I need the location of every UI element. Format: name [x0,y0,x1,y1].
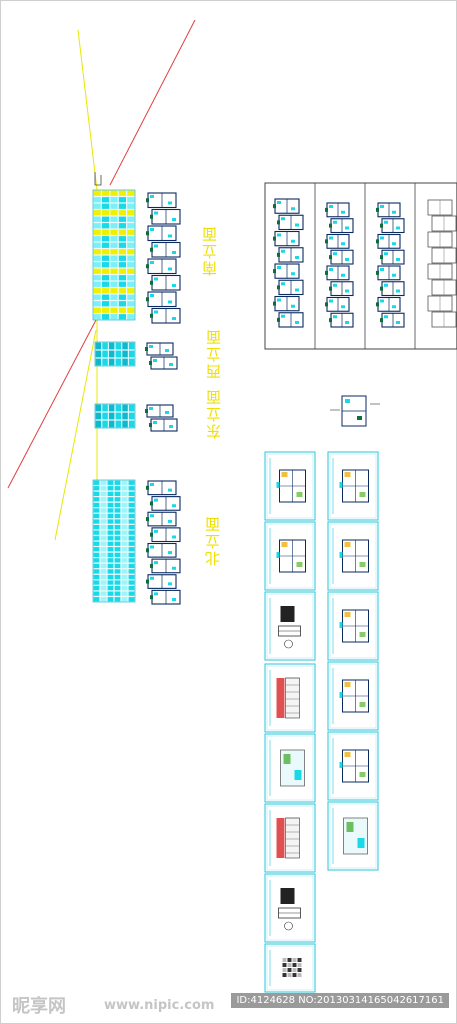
detail-sheet [327,451,379,521]
detail-sheet [264,803,316,873]
floor-plan-south [146,192,181,324]
west-facade [94,341,136,367]
east-facade [94,403,136,429]
sheet-floor-plans [273,198,457,328]
floor-plan-east [145,404,178,432]
label-east-elevation: 东立面 [205,388,223,439]
watermark-logo: 昵享网 [12,996,66,1017]
detail-sheet [264,521,316,591]
north-facade [92,479,136,603]
detail-sheet [327,521,379,591]
label-west-elevation: 西立面 [205,328,223,379]
small-detail-plan [330,395,380,427]
label-south-elevation: 南立面 [201,225,219,276]
detail-sheet [327,801,379,871]
label-north-elevation: 北立面 [204,515,222,566]
detail-sheet [264,943,316,993]
watermark-id: ID:4124628 NO:20130314165042617161 [231,993,449,1008]
detail-sheet [264,451,316,521]
detail-sheets-right-column [327,451,379,871]
detail-sheet [327,731,379,801]
floor-plan-north [146,480,181,605]
detail-sheet [327,591,379,661]
detail-sheet [327,661,379,731]
detail-sheets-left-column [264,451,316,993]
south-facade [92,189,136,321]
detail-sheet [264,873,316,943]
plan-sheet-frame [264,182,457,350]
floor-plan-west [145,342,178,370]
watermark-url: www.nipic.com [104,998,215,1013]
detail-sheet [264,733,316,803]
detail-sheet [264,591,316,661]
detail-sheet [264,663,316,733]
